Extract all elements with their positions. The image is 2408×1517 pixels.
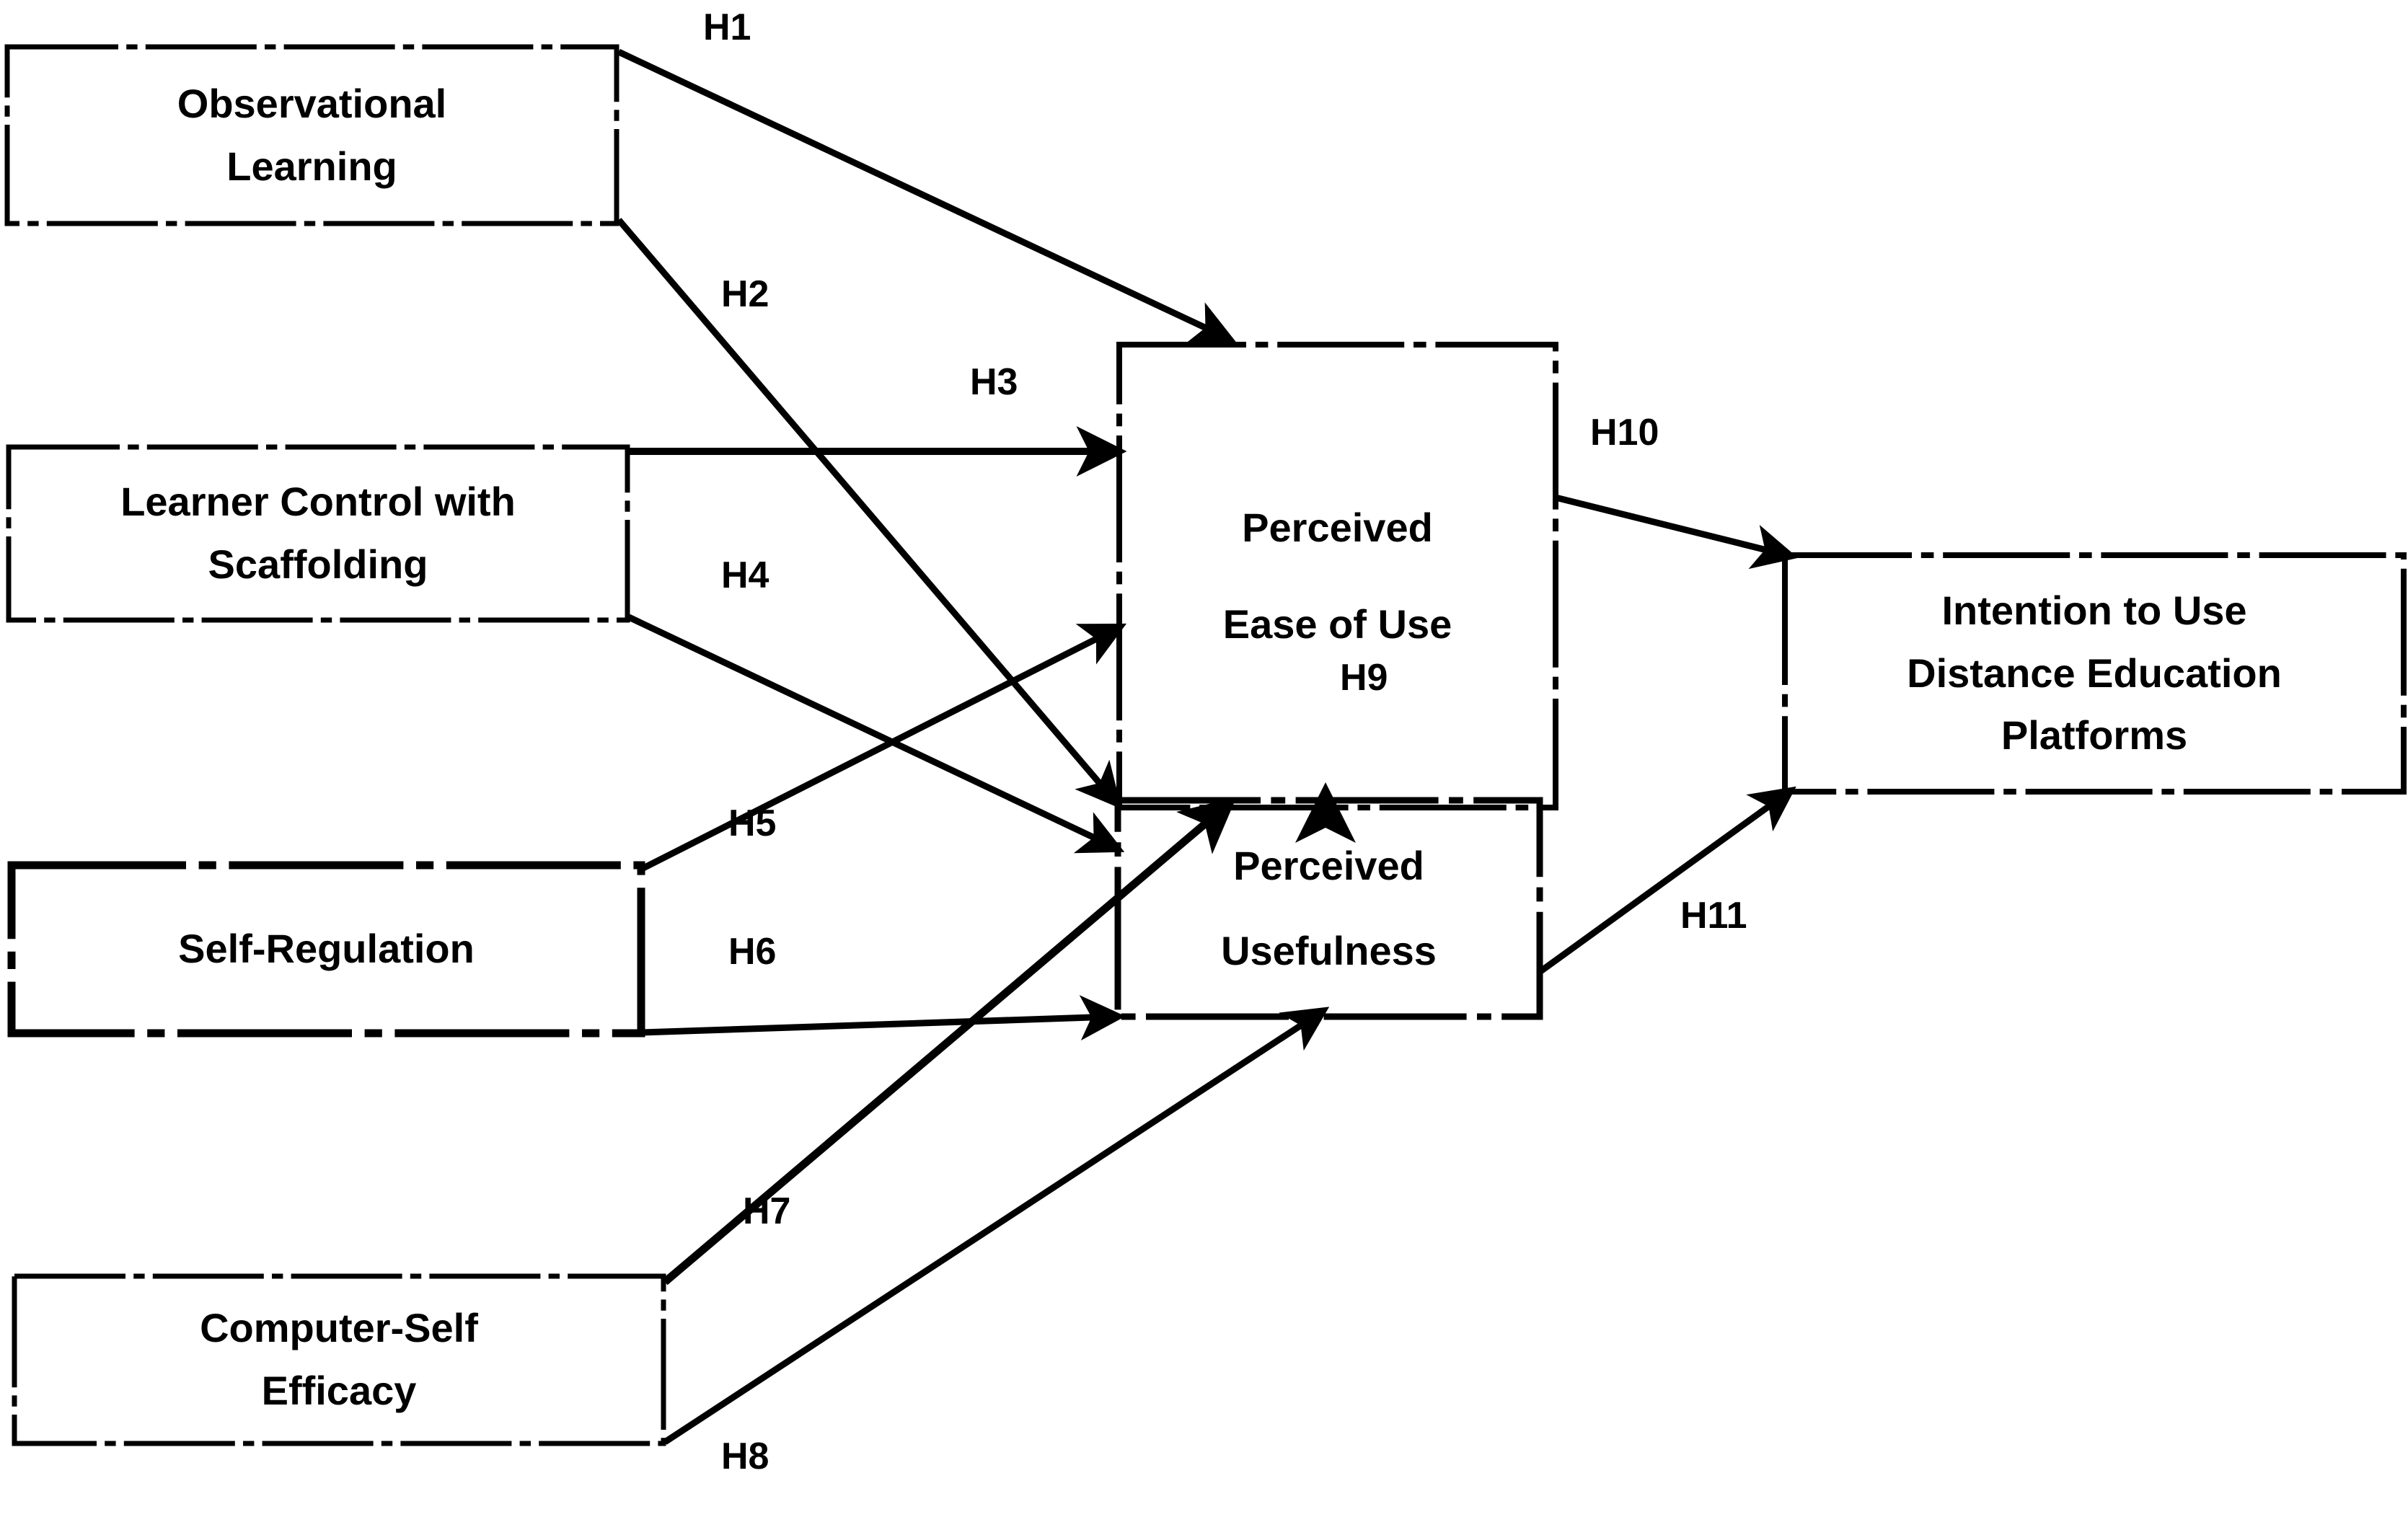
box-intention-to-use (1782, 552, 2407, 795)
arrow-H10 (1554, 494, 1799, 570)
arrow-H4 (627, 614, 1125, 854)
boxes-layer (4, 44, 2407, 1446)
arrow-H6 (641, 995, 1126, 1041)
arrow-H8 (663, 1007, 1330, 1445)
arrows-layer (616, 48, 1799, 1445)
box-perceived-usefulness (1114, 797, 1543, 1020)
arrow-H1 (617, 48, 1237, 344)
arrow-H2 (616, 218, 1122, 809)
arrow-H11 (1538, 786, 1796, 975)
box-observational-learning (4, 44, 619, 226)
box-perceived-ease-of-use (1116, 342, 1558, 810)
arrow-H5 (640, 623, 1127, 872)
box-learner-control (6, 444, 630, 623)
arrow-H7 (662, 797, 1237, 1286)
box-computer-self-efficacy (12, 1273, 666, 1446)
box-self-regulation (7, 861, 645, 1038)
